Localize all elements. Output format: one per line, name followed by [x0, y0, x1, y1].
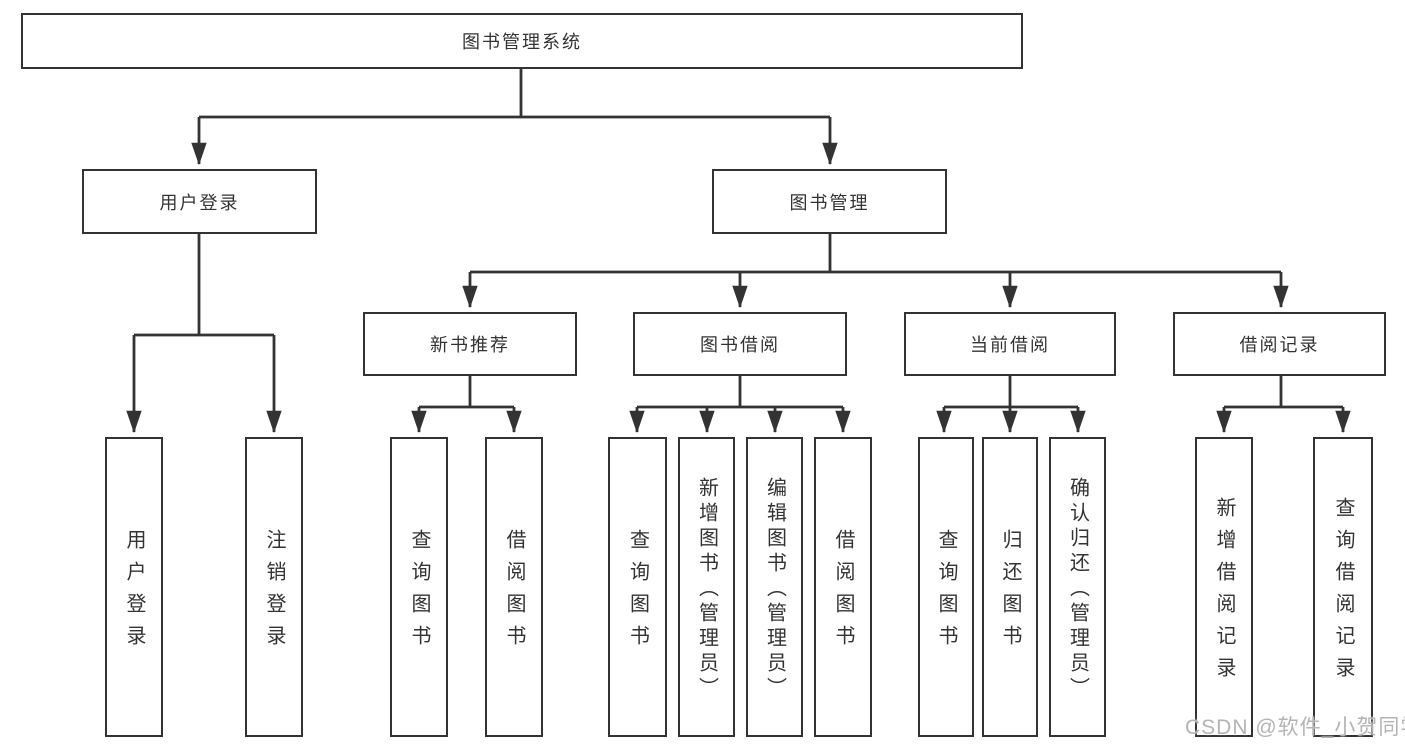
- node-label: 当前借阅: [970, 335, 1050, 355]
- node-label: 用户登录: [159, 192, 240, 213]
- leaf-query-book-recommendation: 查询图书: [390, 437, 448, 737]
- leaf-query-book-borrowing: 查询图书: [608, 437, 667, 737]
- leaf-user-login: 用户登录: [105, 437, 163, 737]
- leaf-label: 新增图书（管理员）: [695, 477, 718, 702]
- leaf-add-book-admin: 新增图书（管理员）: [678, 437, 735, 737]
- node-borrowing-records: 借阅记录: [1173, 312, 1386, 376]
- leaf-borrow-book-recommendation: 借阅图书: [485, 437, 543, 737]
- node-label: 新书推荐: [430, 335, 510, 355]
- leaf-label: 编辑图书（管理员）: [763, 477, 786, 702]
- leaf-edit-book-admin: 编辑图书（管理员）: [746, 437, 803, 737]
- leaf-label: 查询借阅记录: [1332, 497, 1354, 689]
- node-label: 借阅记录: [1239, 335, 1320, 355]
- leaf-label: 用户登录: [123, 529, 145, 657]
- node-label: 图书管理系统: [462, 32, 582, 52]
- leaf-label: 归还图书: [999, 529, 1021, 657]
- leaf-return-book: 归还图书: [982, 437, 1038, 737]
- leaf-add-borrow-record: 新增借阅记录: [1195, 437, 1253, 737]
- leaf-label: 借阅图书: [503, 529, 525, 657]
- leaf-borrow-book-borrowing: 借阅图书: [814, 437, 872, 737]
- leaf-query-book-current: 查询图书: [918, 437, 974, 737]
- node-library-management-system: 图书管理系统: [21, 13, 1023, 69]
- node-book-management: 图书管理: [712, 169, 947, 234]
- node-new-book-recommendation: 新书推荐: [363, 312, 577, 376]
- leaf-confirm-return-admin: 确认归还（管理员）: [1049, 437, 1106, 737]
- csdn-watermark: CSDN @软件_小贺同学: [1185, 716, 1405, 739]
- node-label: 图书管理: [789, 192, 870, 213]
- leaf-label: 借阅图书: [832, 529, 854, 657]
- leaf-label: 确认归还（管理员）: [1066, 477, 1089, 702]
- node-current-borrowing: 当前借阅: [904, 312, 1116, 376]
- leaf-label: 查询图书: [626, 529, 649, 657]
- leaf-label: 新增借阅记录: [1213, 497, 1235, 689]
- leaf-logout-login: 注销登录: [245, 437, 303, 737]
- node-user-login: 用户登录: [82, 169, 317, 234]
- leaf-label: 查询图书: [408, 529, 430, 657]
- leaf-label: 注销登录: [263, 529, 285, 657]
- node-book-borrowing: 图书借阅: [633, 312, 847, 376]
- node-label: 图书借阅: [700, 335, 780, 355]
- leaf-label: 查询图书: [935, 529, 957, 657]
- leaf-query-borrow-record: 查询借阅记录: [1313, 437, 1373, 737]
